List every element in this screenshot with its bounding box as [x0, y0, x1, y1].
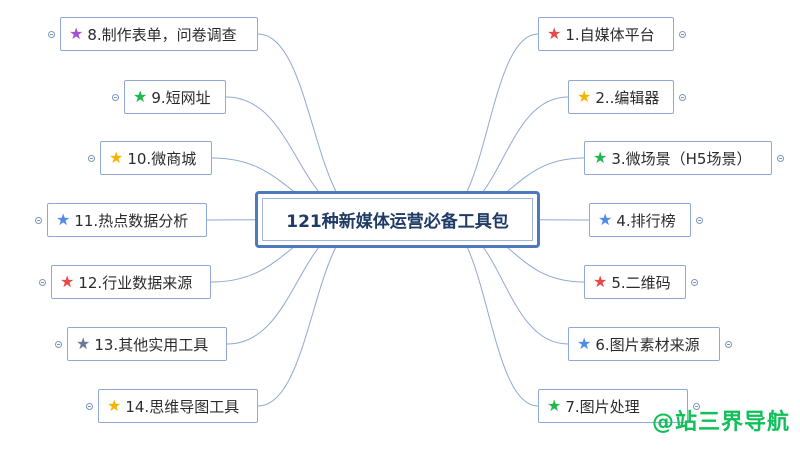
expand-toggle-icon[interactable] — [691, 278, 698, 286]
expand-toggle-icon[interactable] — [696, 216, 703, 224]
branch-label: 9.短网址 — [151, 88, 211, 107]
left-branch-node[interactable]: ★14.思维导图工具 — [98, 389, 258, 423]
branch-label: 14.思维导图工具 — [125, 397, 240, 416]
right-branch-node[interactable]: ★7.图片处理 — [538, 389, 688, 423]
branch-label: 1.自媒体平台 — [565, 25, 655, 44]
expand-toggle-icon[interactable] — [55, 340, 62, 348]
star-icon: ★ — [577, 87, 592, 106]
right-branch-node[interactable]: ★4.排行榜 — [589, 203, 691, 237]
expand-toggle-icon[interactable] — [88, 154, 95, 162]
star-icon: ★ — [593, 272, 608, 291]
expand-toggle-icon[interactable] — [39, 278, 46, 286]
branch-label: 2..编辑器 — [595, 88, 660, 107]
expand-toggle-icon[interactable] — [679, 93, 686, 101]
branch-label: 12.行业数据来源 — [78, 273, 193, 292]
branch-label: 5.二维码 — [611, 273, 671, 292]
expand-toggle-icon[interactable] — [679, 30, 686, 38]
central-topic[interactable]: 121种新媒体运营必备工具包 — [255, 191, 540, 248]
left-branch-node[interactable]: ★11.热点数据分析 — [47, 203, 207, 237]
star-icon: ★ — [577, 334, 592, 353]
left-branch-node[interactable]: ★12.行业数据来源 — [51, 265, 211, 299]
star-icon: ★ — [547, 396, 562, 415]
right-branch-node[interactable]: ★5.二维码 — [584, 265, 686, 299]
star-icon: ★ — [56, 210, 71, 229]
star-icon: ★ — [76, 334, 91, 353]
star-icon: ★ — [547, 24, 562, 43]
branch-label: 4.排行榜 — [616, 211, 676, 230]
central-topic-label: 121种新媒体运营必备工具包 — [286, 212, 509, 232]
expand-toggle-icon[interactable] — [48, 30, 55, 38]
expand-toggle-icon[interactable] — [35, 216, 42, 224]
right-branch-node[interactable]: ★3.微场景（H5场景） — [584, 141, 772, 175]
star-icon: ★ — [133, 87, 148, 106]
star-icon: ★ — [60, 272, 75, 291]
star-icon: ★ — [598, 210, 613, 229]
right-branch-node[interactable]: ★2..编辑器 — [568, 80, 674, 114]
left-branch-node[interactable]: ★10.微商城 — [100, 141, 212, 175]
branch-label: 10.微商城 — [127, 149, 197, 168]
left-branch-node[interactable]: ★13.其他实用工具 — [67, 327, 227, 361]
expand-toggle-icon[interactable] — [112, 93, 119, 101]
expand-toggle-icon[interactable] — [693, 402, 700, 410]
expand-toggle-icon[interactable] — [725, 340, 732, 348]
left-branch-node[interactable]: ★8.制作表单，问卷调查 — [60, 17, 258, 51]
branch-label: 11.热点数据分析 — [74, 211, 189, 230]
star-icon: ★ — [69, 24, 84, 43]
watermark-text: @站三界导航 — [651, 410, 790, 435]
star-icon: ★ — [593, 148, 608, 167]
branch-label: 13.其他实用工具 — [94, 335, 209, 354]
expand-toggle-icon[interactable] — [777, 154, 784, 162]
branch-label: 8.制作表单，问卷调查 — [87, 25, 237, 44]
right-branch-node[interactable]: ★6.图片素材来源 — [568, 327, 720, 361]
star-icon: ★ — [107, 396, 122, 415]
left-branch-node[interactable]: ★9.短网址 — [124, 80, 226, 114]
right-branch-node[interactable]: ★1.自媒体平台 — [538, 17, 674, 51]
central-topic-inner-border — [262, 198, 533, 241]
branch-label: 6.图片素材来源 — [595, 335, 700, 354]
branch-label: 3.微场景（H5场景） — [611, 149, 752, 168]
branch-label: 7.图片处理 — [565, 397, 640, 416]
expand-toggle-icon[interactable] — [86, 402, 93, 410]
star-icon: ★ — [109, 148, 124, 167]
